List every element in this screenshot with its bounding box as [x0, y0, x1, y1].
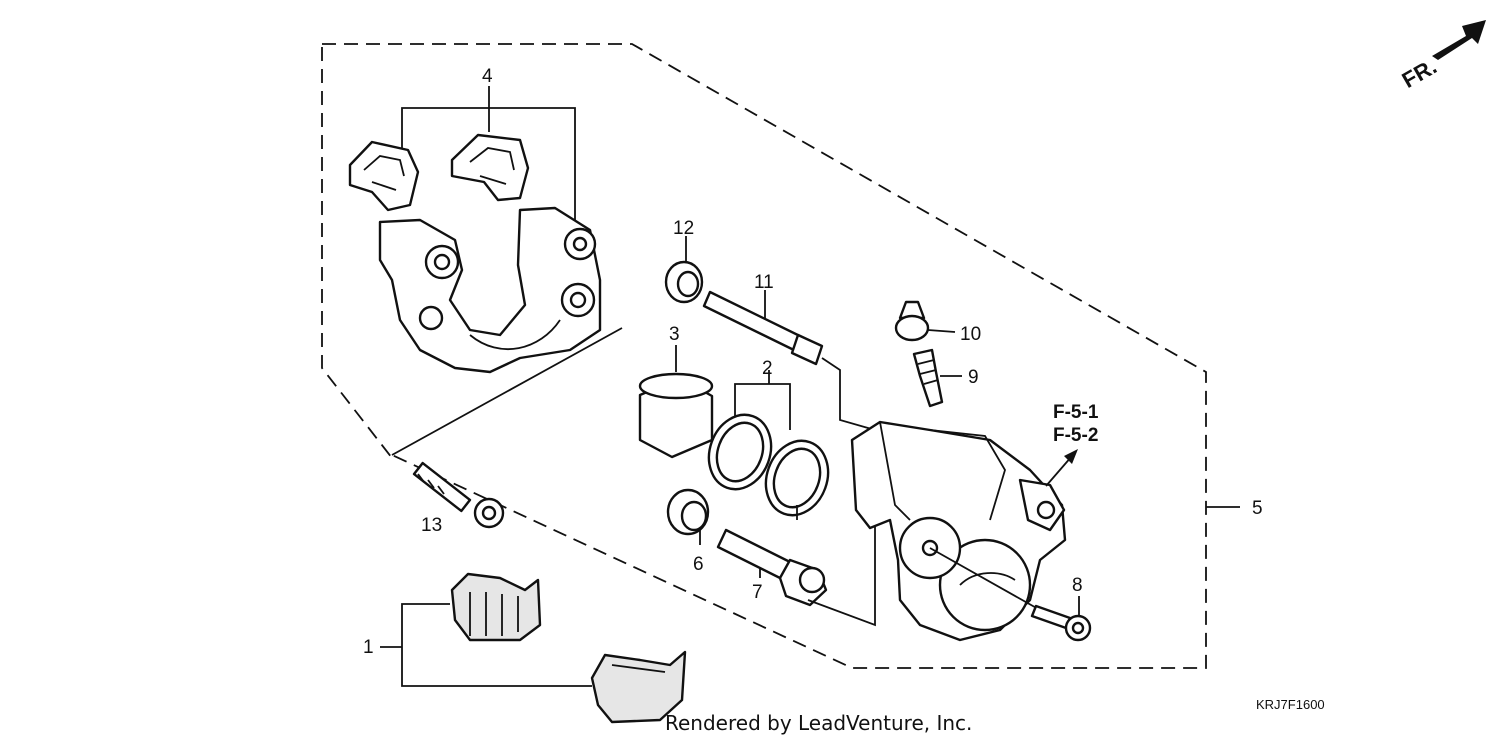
part-13-bolt — [412, 461, 505, 529]
part-10-cap — [894, 300, 956, 342]
callout-5: 5 — [1252, 498, 1263, 519]
credit-text: Rendered by LeadVenture, Inc. — [665, 711, 972, 735]
bracket-subassembly-outline — [391, 327, 623, 456]
part-8-bolt — [1030, 596, 1092, 642]
front-direction-arrow-icon — [1432, 20, 1486, 60]
caliper-body — [850, 420, 1067, 642]
part-7-pin — [716, 525, 876, 627]
callout-3: 3 — [669, 324, 680, 345]
part-9-bleed-screw — [912, 348, 962, 408]
reference-arrow — [1045, 449, 1078, 487]
callout-13: 13 — [421, 515, 442, 536]
pad-spring-clip — [348, 140, 420, 212]
callout-12: 12 — [673, 218, 694, 239]
diagram-code: KRJ7F1600 — [1256, 697, 1325, 712]
callout-9: 9 — [968, 367, 979, 388]
part-1-brake-pads — [401, 572, 687, 724]
part-11-pin — [702, 290, 876, 431]
reference-f-5-2: F-5-2 — [1053, 425, 1098, 446]
brake-pad — [590, 650, 687, 724]
part-4-bracket-group — [348, 86, 602, 374]
pad-spring-clip — [450, 133, 530, 202]
part-12-boot — [664, 236, 704, 304]
callout-7: 7 — [752, 582, 763, 603]
brake-pad — [450, 572, 542, 642]
callout-2: 2 — [762, 358, 773, 379]
part-6-boot — [666, 488, 710, 545]
part-3-piston — [638, 345, 714, 459]
part-2-seals — [707, 370, 830, 520]
callout-1: 1 — [363, 637, 374, 658]
callout-10: 10 — [960, 324, 981, 345]
callout-11: 11 — [754, 272, 774, 293]
reference-f-5-1: F-5-1 — [1053, 402, 1099, 423]
front-direction-label: FR. — [1398, 54, 1441, 93]
assembly-boundary — [321, 43, 1207, 669]
callout-8: 8 — [1072, 575, 1083, 596]
callout-4: 4 — [482, 66, 493, 87]
callout-6: 6 — [693, 554, 704, 575]
